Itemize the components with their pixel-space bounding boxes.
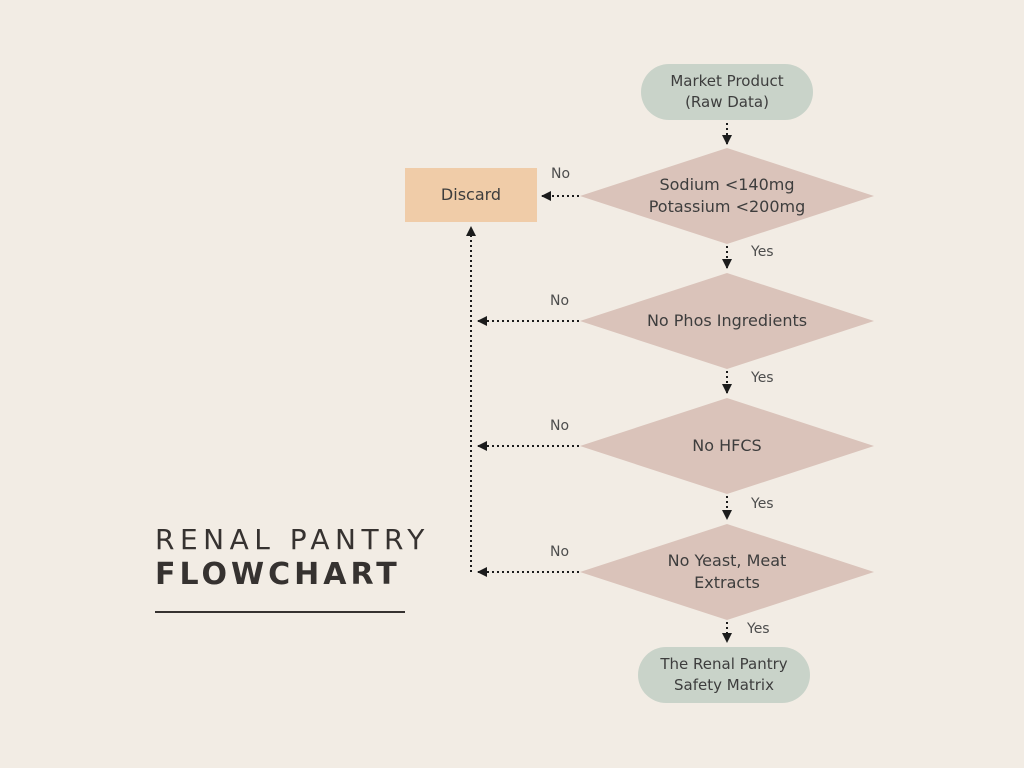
- decision1-label-line2: Potassium <200mg: [648, 197, 806, 216]
- edge-label-decision3-no: No: [550, 418, 570, 434]
- discard-label: Discard: [440, 185, 502, 204]
- node-end-safety-matrix: The Renal Pantry Safety Matrix: [638, 647, 810, 703]
- edge-label-decision2-yes: Yes: [751, 370, 774, 386]
- node-start-market-product: Market Product (Raw Data): [641, 64, 813, 120]
- decision4-label-line1: No Yeast, Meat: [667, 551, 787, 570]
- decision4-label-line2: Extracts: [694, 573, 760, 592]
- title-block: RENAL PANTRY FLOWCHART: [155, 523, 430, 613]
- edge-label-decision4-no: No: [550, 544, 570, 560]
- edge-label-decision2-no: No: [550, 293, 570, 309]
- edge-label-decision1-no: No: [551, 166, 571, 182]
- decision2-label: No Phos Ingredients: [646, 311, 808, 330]
- node-start-label-line2: (Raw Data): [685, 93, 769, 111]
- title-underline: [155, 611, 405, 613]
- page-title-line2: FLOWCHART: [155, 557, 401, 592]
- edge-label-decision4-yes: Yes: [747, 621, 770, 637]
- node-discard: Discard: [405, 168, 537, 222]
- page-title-line1: RENAL PANTRY: [155, 523, 430, 556]
- node-start-label-line1: Market Product: [670, 72, 784, 90]
- node-end-label-line1: The Renal Pantry: [660, 655, 788, 673]
- edge-label-decision3-yes: Yes: [751, 496, 774, 512]
- node-end-label-line2: Safety Matrix: [674, 676, 774, 694]
- decision1-label-line1: Sodium <140mg: [659, 175, 795, 194]
- decision3-label: No HFCS: [692, 436, 762, 455]
- edge-label-decision1-yes: Yes: [751, 244, 774, 260]
